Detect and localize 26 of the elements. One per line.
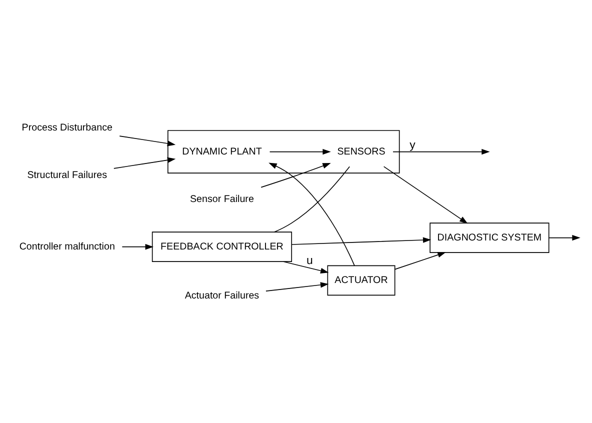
edge-label: u [306,254,313,267]
arrow [292,236,432,244]
arrow [266,282,329,291]
arrow [122,243,154,250]
arrow [260,162,331,188]
node-text: Actuator Failures [184,290,260,302]
arrow [283,260,329,274]
arrow [394,252,446,270]
arrow [383,166,468,224]
node-box: FEEDBACK CONTROLLER [152,231,292,262]
node-text: DYNAMIC PLANT [182,146,262,157]
arrow [114,156,176,168]
node-box: ACTUATOR [327,264,396,296]
node-text: Controller malfunction [19,240,115,252]
node-text: Process Disturbance [22,122,112,134]
arrow [268,162,355,266]
arrow [119,135,176,146]
node-text: Structural Failures [27,170,107,181]
edge-label: y [410,139,416,152]
node-text: SENSORS [337,146,386,157]
arrow [392,148,490,154]
arrow [548,234,580,240]
connector [274,166,350,232]
node-box: DIAGNOSTIC SYSTEM [430,222,550,252]
node-text: Sensor Failure [190,193,254,204]
arrow [269,148,331,154]
